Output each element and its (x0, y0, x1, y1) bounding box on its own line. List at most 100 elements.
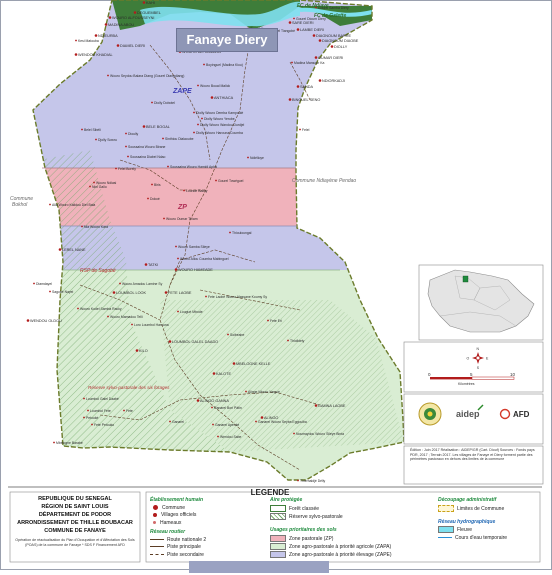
village-label: DEGUEMBEL (137, 11, 161, 15)
village-label: DIOLLY (334, 45, 348, 49)
legend-zp: Zone pastorale (ZP) (270, 534, 420, 543)
credits-box (403, 445, 544, 485)
village-label: OUMAR DIERI (318, 56, 343, 60)
village-marker (116, 44, 120, 47)
village-label: Diolly Wouro Wandou Durdjel (200, 123, 245, 127)
map-title: Fanaye Diery (176, 28, 278, 52)
village-label: Louguè Mbode (180, 310, 203, 314)
village-label: WOURO ALI CAMARA (182, 50, 221, 54)
village-marker (296, 28, 300, 31)
village-label: Fete Eri (270, 319, 282, 323)
village-marker (215, 179, 217, 182)
village-marker (197, 84, 199, 87)
village-label: BELE BOGAL (146, 125, 170, 129)
village-label: Fete Laobe Wouro Alassane Koumy Sy (208, 295, 267, 299)
river (140, 1, 300, 27)
ident-line-3: DÉPARTEMENT DE PODOR (38, 512, 112, 518)
village-marker (212, 372, 216, 375)
village-marker (314, 404, 318, 407)
zp-label: ZP (177, 204, 187, 211)
village-marker (183, 189, 185, 192)
village-label: Wouro Mamadou Telli (110, 315, 143, 319)
river-east (299, 7, 373, 17)
village-marker (267, 319, 269, 322)
village-marker (95, 138, 97, 141)
rsp-sagobe-label: RSP de Sagobé (80, 268, 116, 274)
village-label: WENDOU KHADIAL (78, 53, 113, 57)
village-label: NDIEURBA (98, 34, 118, 38)
legend-fleuve: Fleuve (438, 526, 538, 534)
identification-block: REPUBLIQUE DU SENEGAL RÉGION DE SAINT LO… (12, 495, 138, 548)
village-label: LAMBE DIERI (300, 28, 324, 32)
village-marker (77, 307, 79, 310)
village-label: Wouro Ndiasi (96, 181, 117, 185)
village-marker (314, 56, 318, 59)
rn2-line-icon (150, 538, 164, 540)
village-label: SANDA (300, 85, 314, 89)
village-label: TATKI (148, 263, 158, 267)
rsp-sagobe-hatch (40, 150, 230, 452)
village-label: Biris (154, 183, 161, 187)
village-marker (177, 310, 179, 313)
village-label: DIAGNOUM DIAOBE (322, 39, 359, 43)
village-label: Thiouloungal (232, 231, 252, 235)
village-label: DIAMEL DIERI (120, 44, 145, 48)
legend-commune: Commune (150, 505, 260, 513)
village-marker (125, 145, 127, 148)
village-marker (142, 1, 146, 4)
village-marker (174, 268, 178, 271)
village-label: Gourel Dioum Diery (296, 17, 326, 21)
village-label: Wouro Samba Sileye (178, 245, 210, 249)
village-marker (147, 197, 149, 200)
fc-galette-label: FC de Galette (314, 13, 346, 19)
limits-swatch (438, 504, 454, 512)
village-label: Sagobé Nayel (52, 290, 74, 294)
village-marker (193, 131, 195, 134)
scale-5: 5 (470, 372, 473, 377)
village-label: Nini Gallo (92, 185, 107, 189)
village-marker (211, 406, 213, 409)
village-marker (142, 125, 146, 128)
village-label: LOUMBOL LOOK (116, 291, 146, 295)
compass-s: S (477, 366, 480, 370)
village-marker (119, 282, 121, 285)
inset-locator (418, 264, 544, 341)
village-marker (297, 479, 299, 482)
village-marker (53, 441, 55, 444)
village-label: Fete Petouko (94, 423, 114, 427)
village-label: Loro Loumbol Harouna (134, 323, 169, 327)
village-marker (193, 111, 195, 114)
village-marker (318, 79, 322, 82)
senegal-seal-icon (418, 402, 442, 426)
compass-scale-box: N S E O 0 5 10 Kilomètres (403, 341, 544, 393)
village-label: WENDOU OLDOU (30, 319, 62, 323)
village-marker (93, 181, 95, 184)
village-marker (217, 435, 219, 438)
village-label: KILO (139, 349, 148, 353)
village-marker (115, 167, 117, 170)
village-marker (87, 409, 89, 412)
ident-line-2: RÉGION DE SAINT LOUIS (41, 504, 109, 510)
fc-ndiaye-label: FC de Ndiaye (297, 3, 329, 9)
piste-principale-line-icon (150, 546, 164, 548)
village-label: Felel (302, 128, 310, 132)
legend-limites: Limites de Commune (438, 504, 538, 513)
village-label: Diamdayel (36, 282, 52, 286)
village-marker (299, 128, 301, 131)
village-marker (260, 416, 264, 419)
village-label: FETE LAOBE (168, 291, 192, 295)
village-label: Sinthiou Dialaoube (165, 137, 194, 141)
village-marker (58, 248, 62, 251)
village-label: BINGUEL SENO (292, 98, 320, 102)
village-label: DIAGNOUM BARRE (316, 34, 351, 38)
village-marker (133, 11, 137, 14)
compass-o: O (467, 357, 470, 361)
village-marker (123, 409, 125, 412)
village-marker (107, 315, 109, 318)
village-label: Dioully (128, 132, 138, 136)
village-marker (196, 399, 200, 402)
village-marker (75, 39, 77, 42)
village-label: Wouro Seydou Balara Diang (Gourel Diangd… (110, 74, 184, 78)
